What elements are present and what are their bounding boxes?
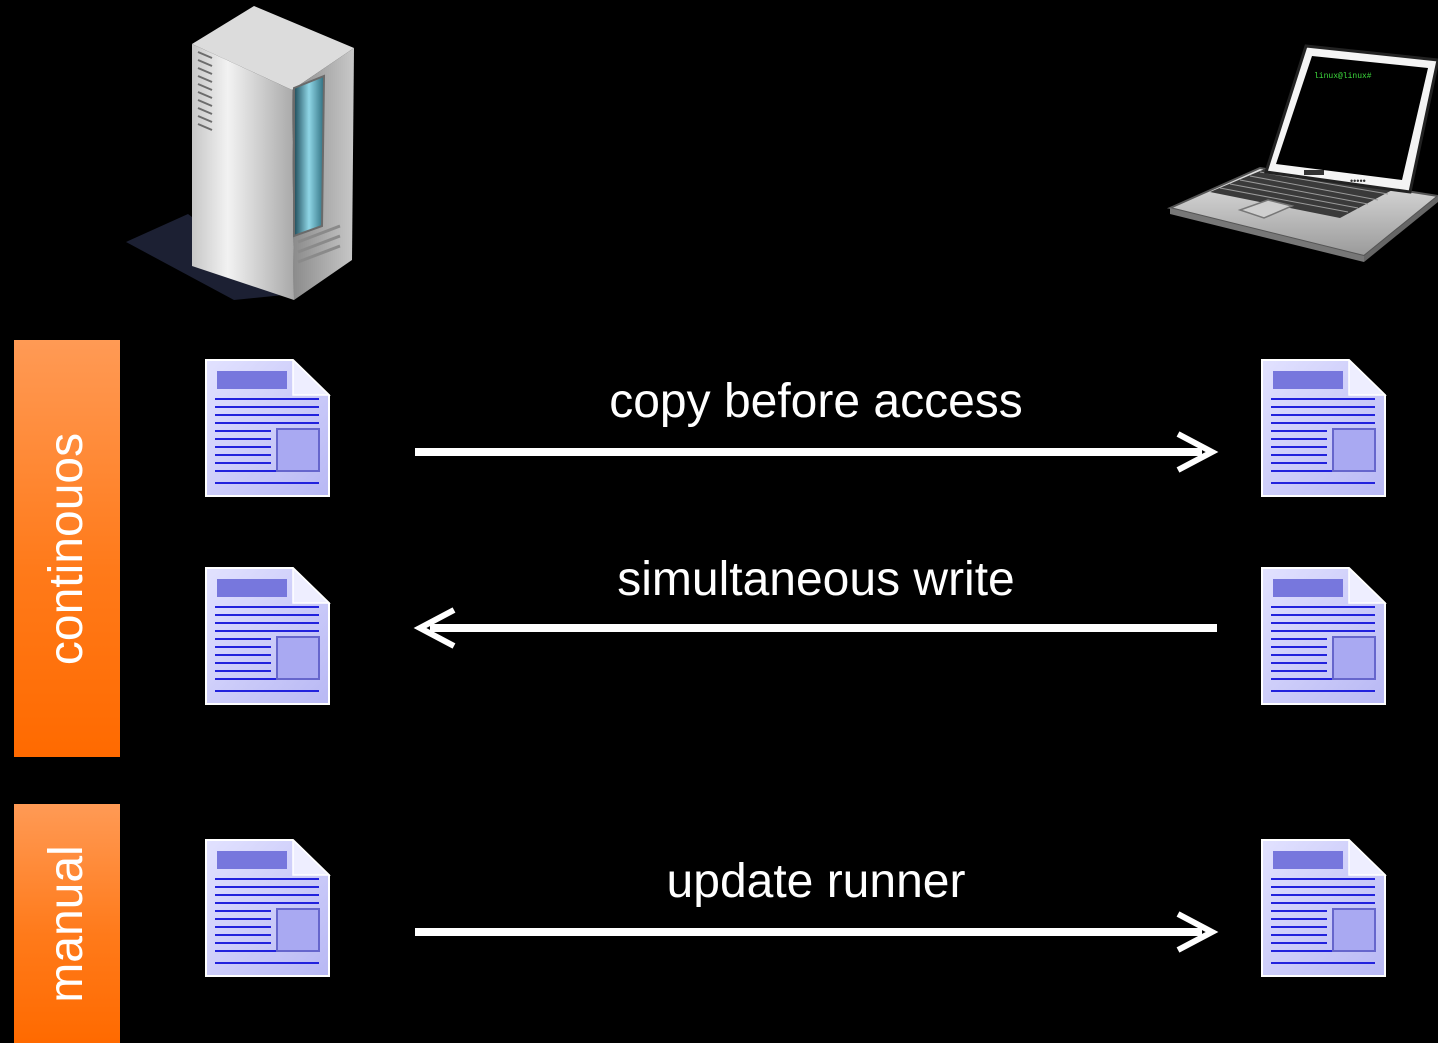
server-tower-icon xyxy=(126,6,354,300)
server-document-icon xyxy=(205,839,330,977)
group-label-continuous-text: continouos xyxy=(40,432,93,665)
client-document-icon xyxy=(1261,567,1386,705)
group-label-continuous: continouos xyxy=(14,340,120,757)
arrow-left-icon xyxy=(413,607,1217,649)
arrow-right-icon xyxy=(415,911,1219,953)
group-label-manual: manual xyxy=(14,804,120,1043)
arrow-right-icon xyxy=(415,431,1219,473)
laptop-screen-text: linux@linux# xyxy=(1314,72,1372,81)
server-document-icon xyxy=(205,567,330,705)
group-label-manual-text: manual xyxy=(40,844,93,1003)
flow-label-simultaneous-write: simultaneous write xyxy=(617,553,1015,606)
client-document-icon xyxy=(1261,359,1386,497)
svg-text:•••••: ••••• xyxy=(1350,176,1366,186)
laptop-icon: linux@linux# ••••• xyxy=(1166,44,1438,262)
flow-label-update-runner: update runner xyxy=(666,855,966,908)
flow-label-copy-before-access: copy before access xyxy=(609,375,1023,428)
client-document-icon xyxy=(1261,839,1386,977)
server-document-icon xyxy=(205,359,330,497)
